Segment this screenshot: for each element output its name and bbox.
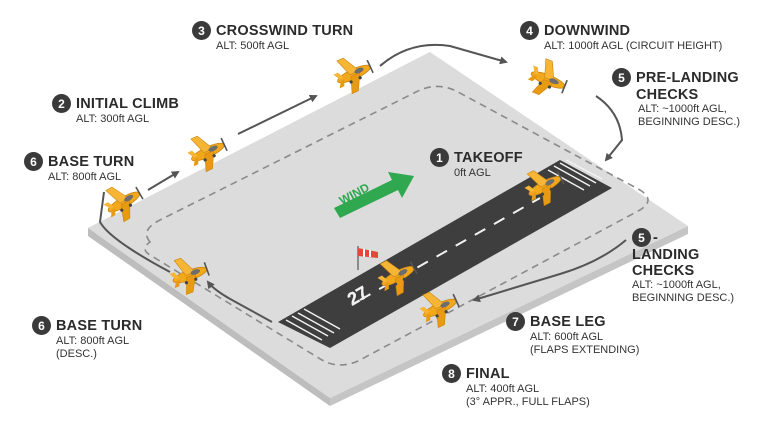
leg-pre-landing-checks: 5 PRE-LANDING CHECKS ALT: ~1000ft AGL, B… xyxy=(612,68,740,129)
flight-path-climb xyxy=(147,170,180,191)
leg-number-suffix: - xyxy=(653,229,659,246)
flight-path-landing xyxy=(472,239,627,303)
leg-number-badge: 1 xyxy=(430,148,449,167)
leg-title: INITIAL CLIMB xyxy=(76,95,180,112)
leg-altitude: ALT: 500ft AGL xyxy=(216,40,290,52)
leg-altitude: ALT: 300ft AGL xyxy=(76,113,150,125)
leg-title-line-2: CHECKS xyxy=(632,263,695,279)
leg-number-badge: 6 xyxy=(32,316,51,335)
circuit-outline xyxy=(144,85,649,366)
leg-altitude: ALT: 400ft AGL xyxy=(466,383,540,395)
aircraft-icon xyxy=(523,54,573,104)
flight-path-prelanding xyxy=(595,95,624,162)
leg-title-line-2: CHECKS xyxy=(636,87,699,103)
runway xyxy=(278,160,612,348)
leg-altitude-line-2: BEGINNING DESC.) xyxy=(632,292,735,304)
flight-path xyxy=(206,280,273,323)
leg-altitude: ALT: ~1000ft AGL, xyxy=(638,103,727,115)
leg-number-badge: 8 xyxy=(442,364,461,383)
leg-title: BASE TURN xyxy=(48,153,135,170)
flight-path-base xyxy=(98,191,171,273)
leg-number-badge: 4 xyxy=(520,21,539,40)
leg-initial-climb: 2 INITIAL CLIMB ALT: 300ft AGL xyxy=(52,94,179,126)
leg-title: BASE LEG xyxy=(530,313,606,330)
leg-altitude-line-2: BEGINNING DESC.) xyxy=(638,116,741,128)
leg-number-badge: 5 xyxy=(632,228,651,247)
leg-final: 8 FINAL ALT: 400ft AGL (3° APPR., FULL F… xyxy=(442,364,590,409)
leg-title: FINAL xyxy=(466,365,510,382)
leg-takeoff: 1 TAKEOFF 0ft AGL xyxy=(430,148,523,180)
leg-number-badge: 5 xyxy=(612,68,631,87)
leg-base-leg: 7 BASE LEG ALT: 600ft AGL (FLAPS EXTENDI… xyxy=(506,312,639,357)
leg-base-turn-lower: 6 BASE TURN ALT: 800ft AGL (DESC.) xyxy=(32,316,142,361)
leg-altitude: ALT: 600ft AGL xyxy=(530,331,604,343)
leg-altitude: ALT: ~1000ft AGL, xyxy=(632,279,721,291)
leg-altitude-line-2: (DESC.) xyxy=(56,348,97,360)
threshold-markings xyxy=(285,159,603,341)
leg-number-badge: 6 xyxy=(24,152,43,171)
leg-altitude: ALT: 1000ft AGL (CIRCUIT HEIGHT) xyxy=(544,40,723,52)
leg-landing-checks: 5 - LANDING CHECKS ALT: ~1000ft AGL, BEG… xyxy=(632,228,734,305)
flight-path-crosswind xyxy=(237,95,318,135)
leg-altitude-line-2: (FLAPS EXTENDING) xyxy=(530,344,640,356)
windsock xyxy=(357,246,378,270)
leg-title: PRE-LANDING xyxy=(636,69,739,86)
leg-altitude: ALT: 800ft AGL xyxy=(56,335,130,347)
leg-downwind: 4 DOWNWIND ALT: 1000ft AGL (CIRCUIT HEIG… xyxy=(520,21,722,53)
leg-altitude-line-2: (3° APPR., FULL FLAPS) xyxy=(466,396,590,408)
leg-number-badge: 2 xyxy=(52,94,71,113)
leg-crosswind-turn: 3 CROSSWIND TURN ALT: 500ft AGL xyxy=(192,21,353,53)
leg-title: LANDING xyxy=(632,247,700,263)
leg-title: CROSSWIND TURN xyxy=(216,22,354,39)
ground-slab xyxy=(88,52,688,398)
leg-title: BASE TURN xyxy=(56,317,143,334)
leg-number-badge: 7 xyxy=(506,312,525,331)
leg-altitude: ALT: 800ft AGL xyxy=(48,171,122,183)
leg-base-turn-upper: 6 BASE TURN ALT: 800ft AGL xyxy=(24,152,134,184)
leg-title: TAKEOFF xyxy=(454,149,523,166)
ground-slab-side-front xyxy=(88,228,330,406)
leg-title: DOWNWIND xyxy=(544,22,631,39)
flight-path-downwind xyxy=(379,43,508,67)
leg-altitude: 0ft AGL xyxy=(454,167,491,179)
leg-number-badge: 3 xyxy=(192,21,211,40)
